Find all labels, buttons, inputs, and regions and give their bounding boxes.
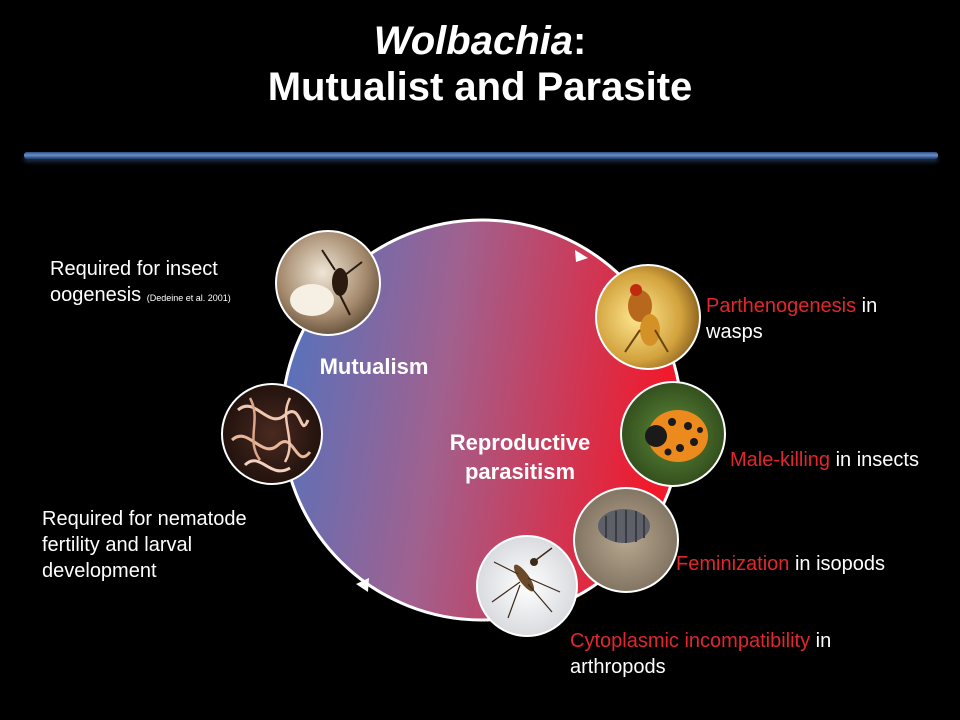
- title-organism: Wolbachia: [373, 19, 573, 63]
- nematode-label: Required for nematode fertility and larv…: [42, 506, 302, 584]
- nematode-line1: Required for nematode: [42, 508, 247, 530]
- arrowhead-bottom-icon: [356, 578, 369, 592]
- reproductive-parasitism-label: Reproductive parasitism: [420, 428, 620, 486]
- oogenesis-citation: (Dedeine et al. 2001): [146, 293, 231, 303]
- ci-rest: in: [810, 630, 832, 652]
- parthenogenesis-wasp-photo: [595, 264, 701, 370]
- parthenogenesis-term: Parthenogenesis: [706, 295, 857, 317]
- ci-line2: arthropods: [570, 656, 666, 678]
- oogenesis-label: Required for insect oogenesis (Dedeine e…: [50, 256, 290, 311]
- pill-bug-photo: [573, 487, 679, 593]
- feminization-rest: in isopods: [789, 553, 886, 575]
- wasp-egg-photo: [275, 230, 381, 336]
- parasitism-line1: Reproductive: [449, 430, 591, 455]
- nematode-line3: development: [42, 560, 157, 582]
- male-killing-label: Male-killing in insects: [730, 447, 960, 473]
- arrowhead-top-icon: [575, 250, 588, 262]
- male-killing-rest: in insects: [830, 449, 919, 471]
- nematode-line2: fertility and larval: [42, 534, 193, 556]
- mutualism-label: Mutualism: [319, 354, 429, 379]
- feminization-term: Feminization: [676, 553, 790, 575]
- title-subtitle: Mutualist and Parasite: [267, 65, 693, 109]
- oogenesis-line2: oogenesis: [50, 284, 142, 306]
- oogenesis-line1: Required for insect: [50, 258, 218, 280]
- ci-term: Cytoplasmic incompatibility: [570, 630, 811, 652]
- parthenogenesis-rest: in: [856, 295, 878, 317]
- cytoplasmic-incompatibility-label: Cytoplasmic incompatibility in arthropod…: [570, 628, 910, 680]
- title-underline-bar: [24, 152, 938, 159]
- parasitism-line2: parasitism: [464, 459, 576, 484]
- parthenogenesis-label: Parthenogenesis in wasps: [706, 293, 946, 345]
- title-colon: :: [572, 19, 587, 63]
- male-killing-term: Male-killing: [730, 449, 831, 471]
- nematode-worms-photo: [221, 383, 323, 485]
- mosquito-photo: [476, 535, 578, 637]
- ladybird-beetle-photo: [620, 381, 726, 487]
- parthenogenesis-line2: wasps: [706, 321, 763, 343]
- feminization-label: Feminization in isopods: [676, 551, 946, 577]
- slide-title: Wolbachia: Mutualist and Parasite: [0, 18, 960, 110]
